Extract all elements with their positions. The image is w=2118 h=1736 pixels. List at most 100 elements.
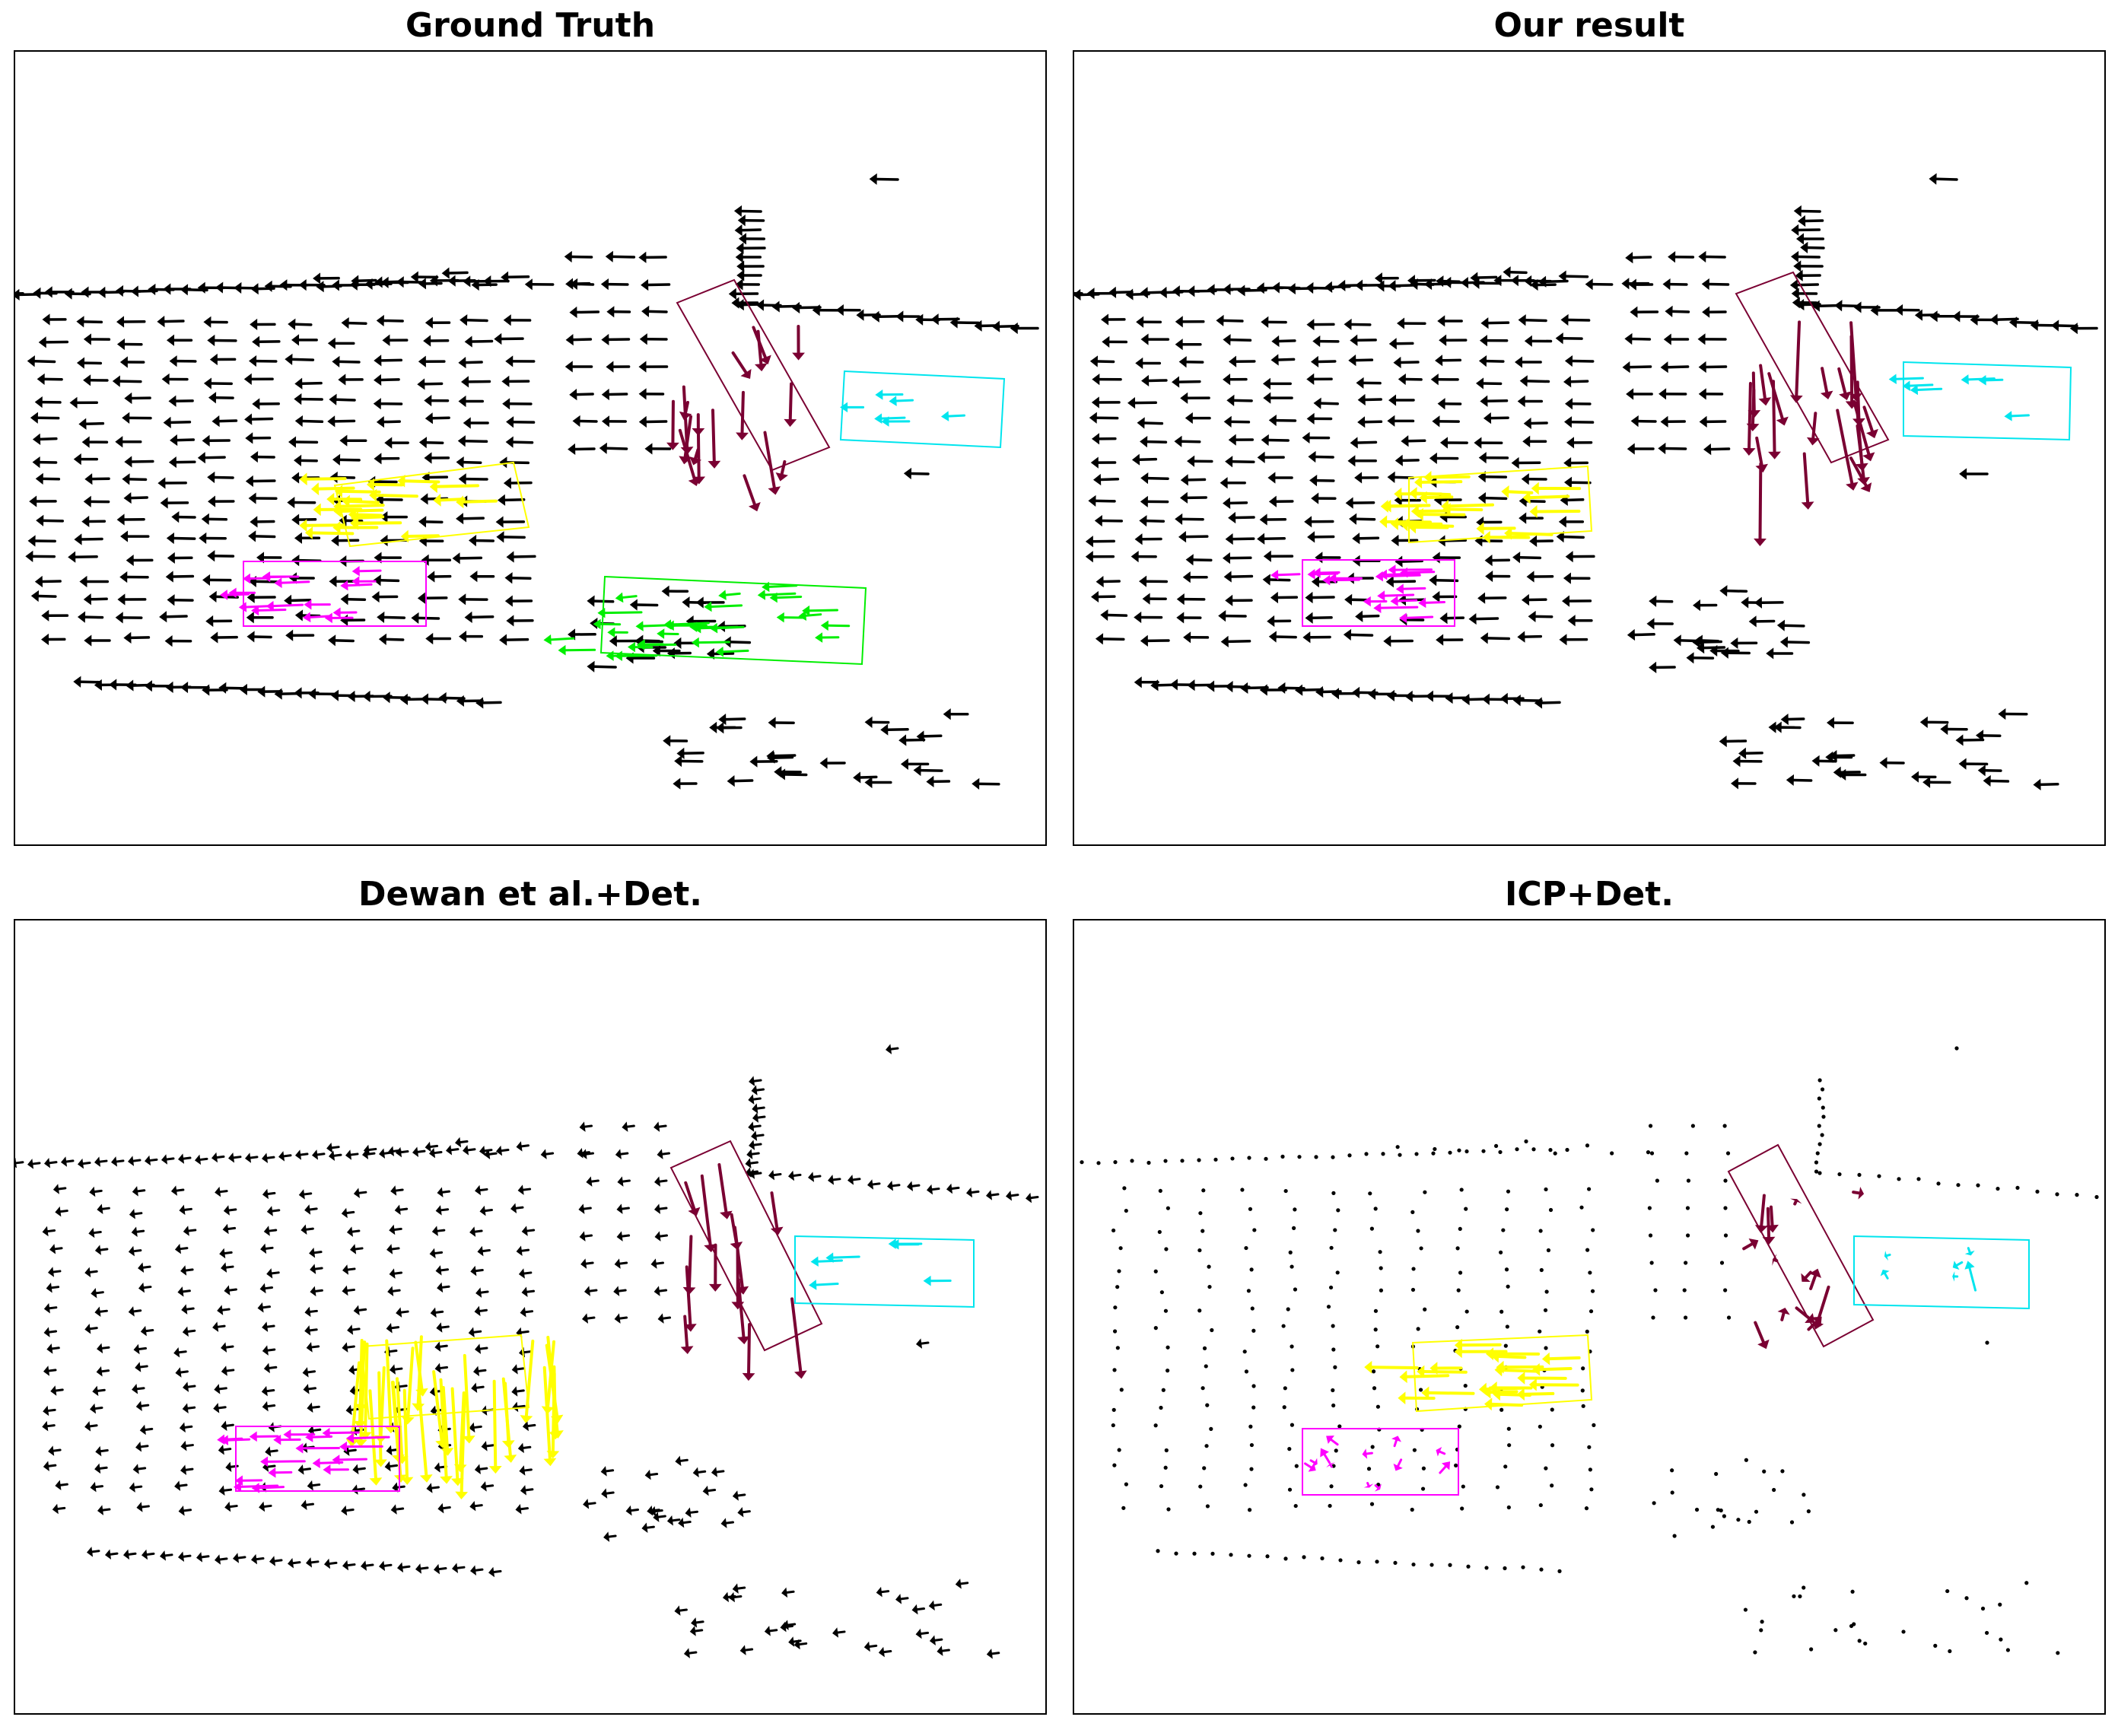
arrow-glyph	[1884, 1251, 1889, 1261]
dot-glyph	[1115, 1285, 1120, 1289]
arrow-glyph	[233, 1553, 240, 1563]
arrow-glyph	[342, 1264, 349, 1275]
arrow-glyph	[1425, 690, 1433, 702]
dot-glyph	[2005, 1648, 2011, 1652]
panel-dewan	[14, 919, 1047, 1715]
arrow-glyph	[129, 1482, 135, 1493]
arrow-glyph	[329, 575, 337, 587]
arrow-glyph	[748, 1094, 755, 1105]
arrow-glyph	[179, 1422, 186, 1433]
arrow-glyph	[48, 1445, 55, 1456]
arrow-glyph	[1449, 507, 1484, 512]
arrow-glyph	[412, 1403, 425, 1411]
arrow-glyph	[1108, 286, 1117, 298]
arrow-glyph	[1791, 288, 1799, 300]
arrow-glyph	[268, 1229, 278, 1232]
arrow-glyph	[792, 352, 805, 361]
arrow-glyph	[1534, 697, 1543, 709]
arrow-glyph	[479, 1188, 488, 1192]
arrow-glyph	[511, 1386, 518, 1397]
arrow-glyph	[115, 285, 124, 297]
arrow-glyph	[1407, 275, 1416, 287]
arrow-glyph	[682, 385, 689, 449]
dot-glyph	[1505, 1324, 1509, 1329]
arrow-glyph	[159, 611, 167, 623]
arrow-glyph	[273, 1434, 281, 1445]
arrow-glyph	[307, 1480, 313, 1491]
arrow-glyph	[116, 513, 125, 526]
arrow-glyph	[312, 1149, 319, 1160]
arrow-glyph	[340, 580, 348, 591]
arrow-glyph	[342, 1342, 348, 1353]
arrow-glyph	[369, 1477, 383, 1486]
arrow-glyph	[94, 1485, 104, 1489]
arrow-glyph	[338, 374, 346, 386]
arrow-glyph	[140, 1325, 147, 1337]
arrow-glyph	[1748, 615, 1757, 628]
arrow-glyph	[1395, 454, 1403, 466]
arrow-glyph	[1703, 444, 1712, 456]
arrow-glyph	[291, 358, 315, 361]
arrow-glyph	[771, 300, 780, 313]
arrow-glyph	[174, 1480, 181, 1491]
arrow-glyph	[1270, 569, 1279, 580]
arrow-glyph	[466, 1148, 476, 1152]
arrow-glyph	[432, 1370, 444, 1442]
arrow-glyph	[266, 1156, 275, 1159]
dot-glyph	[1984, 1630, 1989, 1636]
arrow-glyph	[875, 389, 883, 400]
arrow-glyph	[437, 1187, 444, 1198]
dot-glyph	[1163, 1308, 1169, 1313]
arrow-glyph	[1496, 1360, 1504, 1374]
arrow-glyph	[585, 1152, 594, 1156]
arrow-glyph	[165, 571, 173, 583]
arrow-glyph	[290, 599, 312, 603]
arrow-glyph	[164, 1553, 173, 1557]
dot-glyph	[1229, 1553, 1233, 1557]
arrow-glyph	[1544, 279, 1569, 283]
arrow-glyph	[120, 530, 129, 542]
arrow-glyph	[298, 1189, 305, 1200]
dot-glyph	[1956, 1183, 1961, 1188]
arrow-glyph	[488, 1566, 495, 1578]
arrow-glyph	[1474, 535, 1483, 547]
arrow-glyph	[480, 1481, 487, 1492]
arrow-glyph	[788, 1636, 795, 1647]
arrow-glyph	[1518, 314, 1526, 326]
dot-glyph	[1146, 1160, 1151, 1165]
arrow-glyph	[682, 752, 704, 755]
arrow-glyph	[1356, 377, 1364, 389]
arrow-glyph	[115, 612, 123, 624]
dot-glyph	[1538, 1329, 1542, 1334]
arrow-glyph	[768, 486, 781, 495]
arrow-glyph	[74, 533, 82, 545]
arrow-glyph	[374, 1459, 387, 1467]
dot-glyph	[1821, 1105, 1825, 1110]
arrow-glyph	[374, 552, 382, 564]
arrow-glyph	[1959, 468, 1967, 480]
arrow-glyph	[98, 1466, 108, 1470]
arrow-glyph	[50, 1286, 60, 1289]
arrow-glyph	[435, 484, 480, 488]
arrow-glyph	[313, 272, 321, 285]
arrow-glyph	[1766, 1207, 1771, 1239]
dot-glyph	[1198, 1484, 1203, 1489]
dot-glyph	[1283, 1556, 1288, 1561]
arrow-glyph	[223, 1251, 233, 1254]
arrow-glyph	[392, 1482, 399, 1493]
arrow-glyph	[638, 388, 647, 400]
arrow-glyph	[1386, 504, 1423, 508]
arrow-glyph	[1423, 470, 1432, 484]
arrow-glyph	[578, 1203, 585, 1214]
arrow-glyph	[1807, 1320, 1818, 1331]
dot-glyph	[1684, 1261, 1688, 1265]
arrow-glyph	[1846, 482, 1859, 491]
arrow-glyph	[1309, 1459, 1316, 1464]
dot-glyph	[1247, 1553, 1251, 1558]
arrow-glyph	[1694, 634, 1703, 647]
arrow-glyph	[680, 447, 694, 455]
arrow-glyph	[471, 278, 479, 291]
arrow-glyph	[347, 1324, 354, 1335]
arrow-glyph	[271, 1209, 281, 1213]
arrow-glyph	[526, 1423, 536, 1427]
